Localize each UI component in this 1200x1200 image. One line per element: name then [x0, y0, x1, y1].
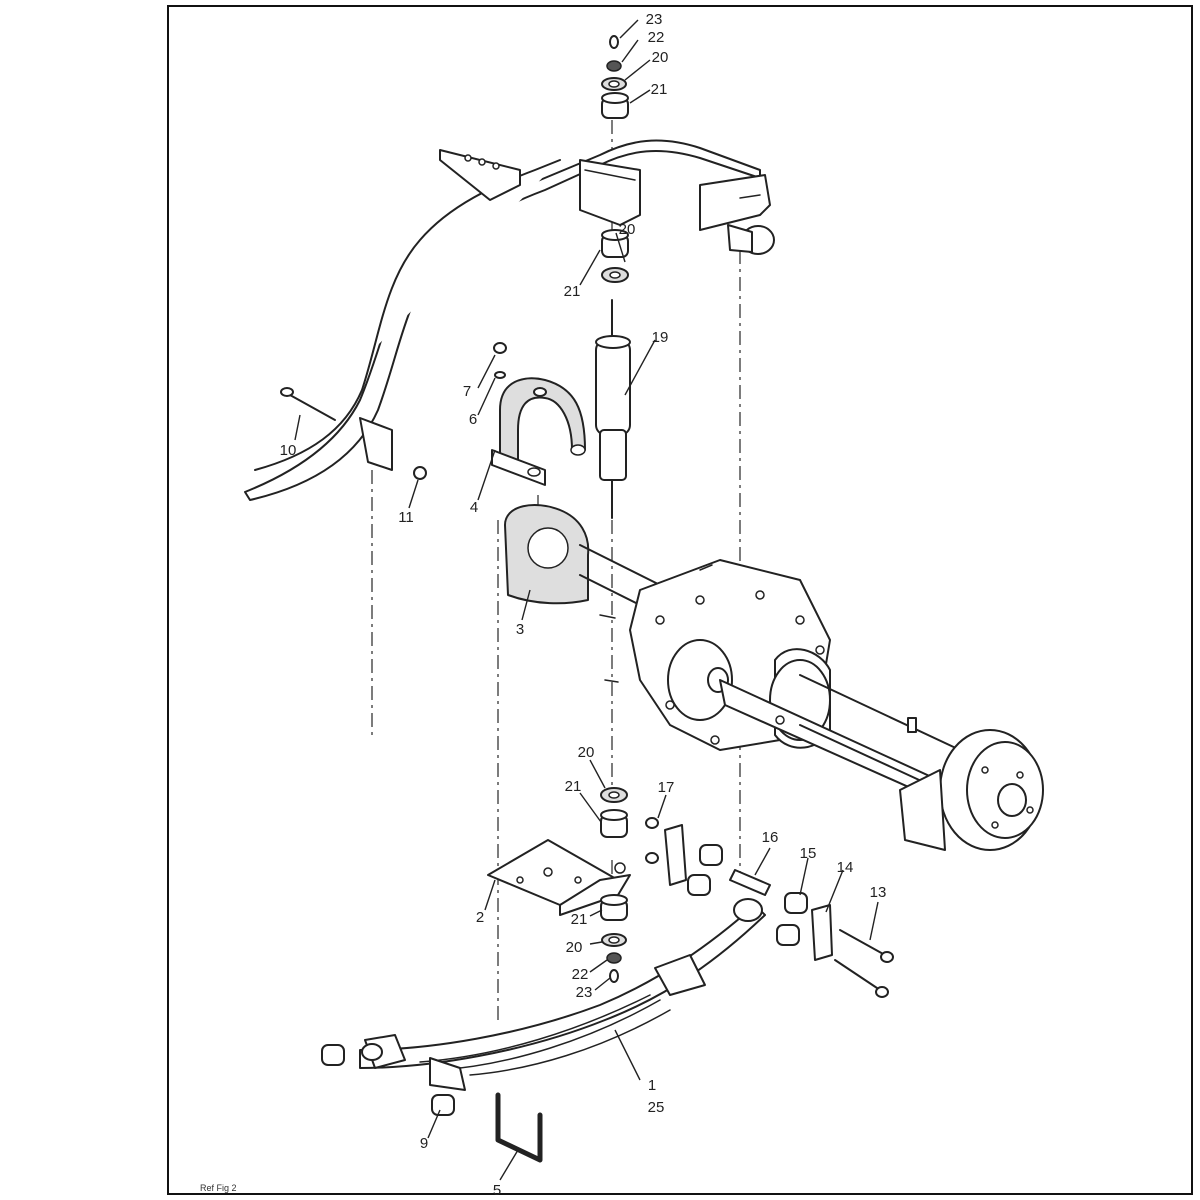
- callout-10: 10: [280, 442, 297, 459]
- callout-23-top: 23: [646, 11, 663, 28]
- callout-25: 25: [648, 1099, 665, 1116]
- leaf-spring: [321, 898, 766, 1116]
- spring-plate: [487, 839, 631, 916]
- lower-mount-stack: [600, 787, 628, 983]
- callout-9: 9: [420, 1135, 428, 1152]
- callout-21-top: 21: [651, 81, 668, 98]
- shock-absorber: [595, 299, 631, 519]
- callout-20-upper: 20: [619, 221, 636, 238]
- callout-23-bottom: 23: [576, 984, 593, 1001]
- callout-20-bottom: 20: [566, 939, 583, 956]
- callout-17: 17: [658, 779, 675, 796]
- reference-code: Ref Fig 2: [200, 1183, 237, 1193]
- callout-21-bottom: 21: [571, 911, 588, 928]
- callout-15: 15: [800, 845, 817, 862]
- callout-11: 11: [398, 509, 414, 526]
- callout-3: 3: [516, 621, 524, 638]
- vehicle-frame: [244, 139, 775, 501]
- u-bolt: [495, 1092, 543, 1163]
- callout-21-upper: 21: [564, 283, 581, 300]
- callout-1: 1: [648, 1077, 656, 1094]
- callout-14: 14: [837, 859, 854, 876]
- callout-20-lower: 20: [578, 744, 595, 761]
- shackle-hardware: [645, 817, 894, 998]
- callout-13: 13: [870, 884, 887, 901]
- u-clamp: [491, 342, 586, 486]
- diagram-border: [167, 5, 1193, 1195]
- rear-axle-assembly: [579, 544, 1044, 851]
- bracket-bolt: [280, 387, 427, 480]
- callout-20-top: 20: [652, 49, 669, 66]
- callout-labels: 1 25 2 3 4 5 6 7 9 10 11 13 14 15 16 17 …: [280, 11, 887, 1199]
- callout-22-top: 22: [648, 29, 665, 46]
- callout-16: 16: [762, 829, 779, 846]
- callout-22-bottom: 22: [572, 966, 589, 983]
- callout-5: 5: [493, 1182, 501, 1199]
- callout-4: 4: [470, 499, 478, 516]
- callout-2: 2: [476, 909, 484, 926]
- callout-21-lower: 21: [565, 778, 582, 795]
- leader-lines: [294, 19, 879, 1181]
- axle-bushing: [504, 504, 590, 605]
- callout-6: 6: [469, 411, 477, 428]
- callout-7: 7: [463, 383, 471, 400]
- callout-19: 19: [652, 329, 669, 346]
